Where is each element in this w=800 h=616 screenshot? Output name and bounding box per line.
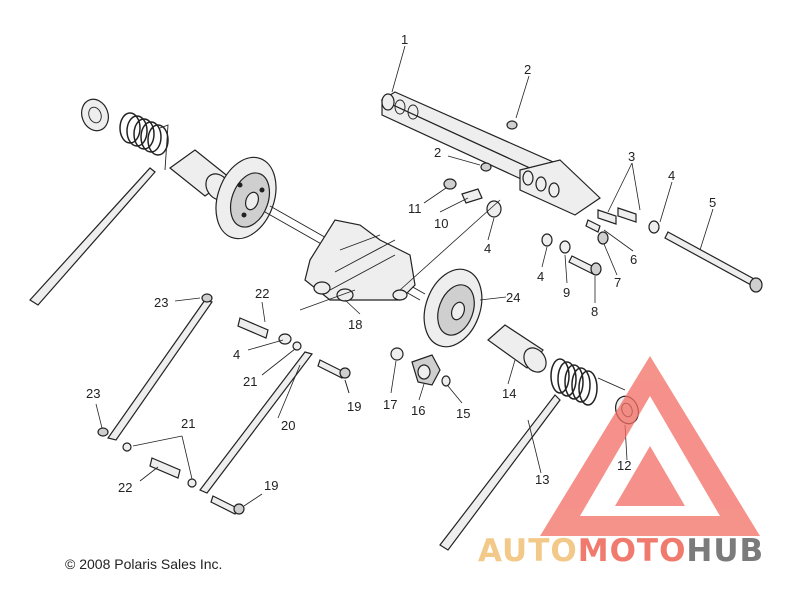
label-13: 13 xyxy=(535,472,549,487)
label-21b: 21 xyxy=(181,416,195,431)
label-17: 17 xyxy=(383,397,397,412)
washer-15 xyxy=(441,375,451,387)
washer-21b xyxy=(122,442,132,452)
label-20: 20 xyxy=(281,418,295,433)
label-15: 15 xyxy=(456,406,470,421)
label-2b: 2 xyxy=(434,145,441,160)
washer-4b xyxy=(541,233,553,247)
label-18: 18 xyxy=(348,317,362,332)
label-23a: 23 xyxy=(154,295,168,310)
washer-4d xyxy=(278,333,292,345)
long-bolt-5 xyxy=(664,231,763,293)
watermark-auto: AUTO xyxy=(478,533,578,569)
label-4b: 4 xyxy=(537,269,544,284)
label-10: 10 xyxy=(434,216,448,231)
washer-21a xyxy=(292,341,302,351)
label-8: 8 xyxy=(591,304,598,319)
label-22b: 22 xyxy=(118,480,132,495)
bolt-19b xyxy=(210,495,245,515)
nut-11 xyxy=(443,178,457,190)
label-4a: 4 xyxy=(668,168,675,183)
link-rod-20 xyxy=(199,351,314,494)
spacer-10 xyxy=(461,188,483,204)
bushings-3 xyxy=(597,207,637,225)
spacer-22a xyxy=(237,317,269,339)
washer-4c xyxy=(486,200,502,218)
bolt-8 xyxy=(568,255,602,276)
right-idler-wheel xyxy=(423,268,483,348)
bolt-19a xyxy=(317,359,351,379)
watermark-text: AUTOMOTOHUB xyxy=(478,533,764,569)
label-5: 5 xyxy=(709,195,716,210)
copyright-notice: © 2008 Polaris Sales Inc. xyxy=(65,556,223,572)
label-21a: 21 xyxy=(243,374,257,389)
spacer-17 xyxy=(390,347,404,361)
label-24: 24 xyxy=(506,290,520,305)
label-4d: 4 xyxy=(233,347,240,362)
bolt-6 xyxy=(585,219,601,233)
center-bracket xyxy=(304,219,416,302)
watermark-moto: MOTO xyxy=(577,533,687,569)
washer-4a xyxy=(648,220,660,234)
watermark-hub: HUB xyxy=(686,533,765,569)
label-12: 12 xyxy=(617,458,631,473)
label-2a: 2 xyxy=(524,62,531,77)
label-3: 3 xyxy=(628,149,635,164)
label-4c: 4 xyxy=(484,241,491,256)
label-9: 9 xyxy=(563,285,570,300)
label-16: 16 xyxy=(411,403,425,418)
label-19b: 19 xyxy=(264,478,278,493)
nut-7 xyxy=(597,231,609,245)
label-11: 11 xyxy=(408,201,422,216)
link-rod-left xyxy=(97,293,213,441)
left-spring xyxy=(29,98,169,306)
part-numbers: 1 2 2 3 4 5 6 7 8 9 4 10 11 4 12 13 14 1… xyxy=(86,32,716,495)
washer-21c xyxy=(187,478,197,488)
label-19a: 19 xyxy=(347,399,361,414)
cam-16 xyxy=(411,354,441,386)
label-6: 6 xyxy=(630,252,637,267)
label-22a: 22 xyxy=(255,286,269,301)
label-23b: 23 xyxy=(86,386,100,401)
left-idler-wheel xyxy=(215,156,277,240)
leader-lines xyxy=(95,45,714,507)
bolt-2a xyxy=(506,120,518,130)
label-1: 1 xyxy=(401,32,408,47)
washer-9 xyxy=(559,240,571,254)
watermark-logo xyxy=(540,356,760,536)
label-7: 7 xyxy=(614,275,621,290)
upper-rail xyxy=(380,91,601,216)
label-14: 14 xyxy=(502,386,516,401)
bolt-2b xyxy=(480,162,492,172)
spacer-22b xyxy=(149,457,181,479)
right-spacer xyxy=(487,324,547,373)
